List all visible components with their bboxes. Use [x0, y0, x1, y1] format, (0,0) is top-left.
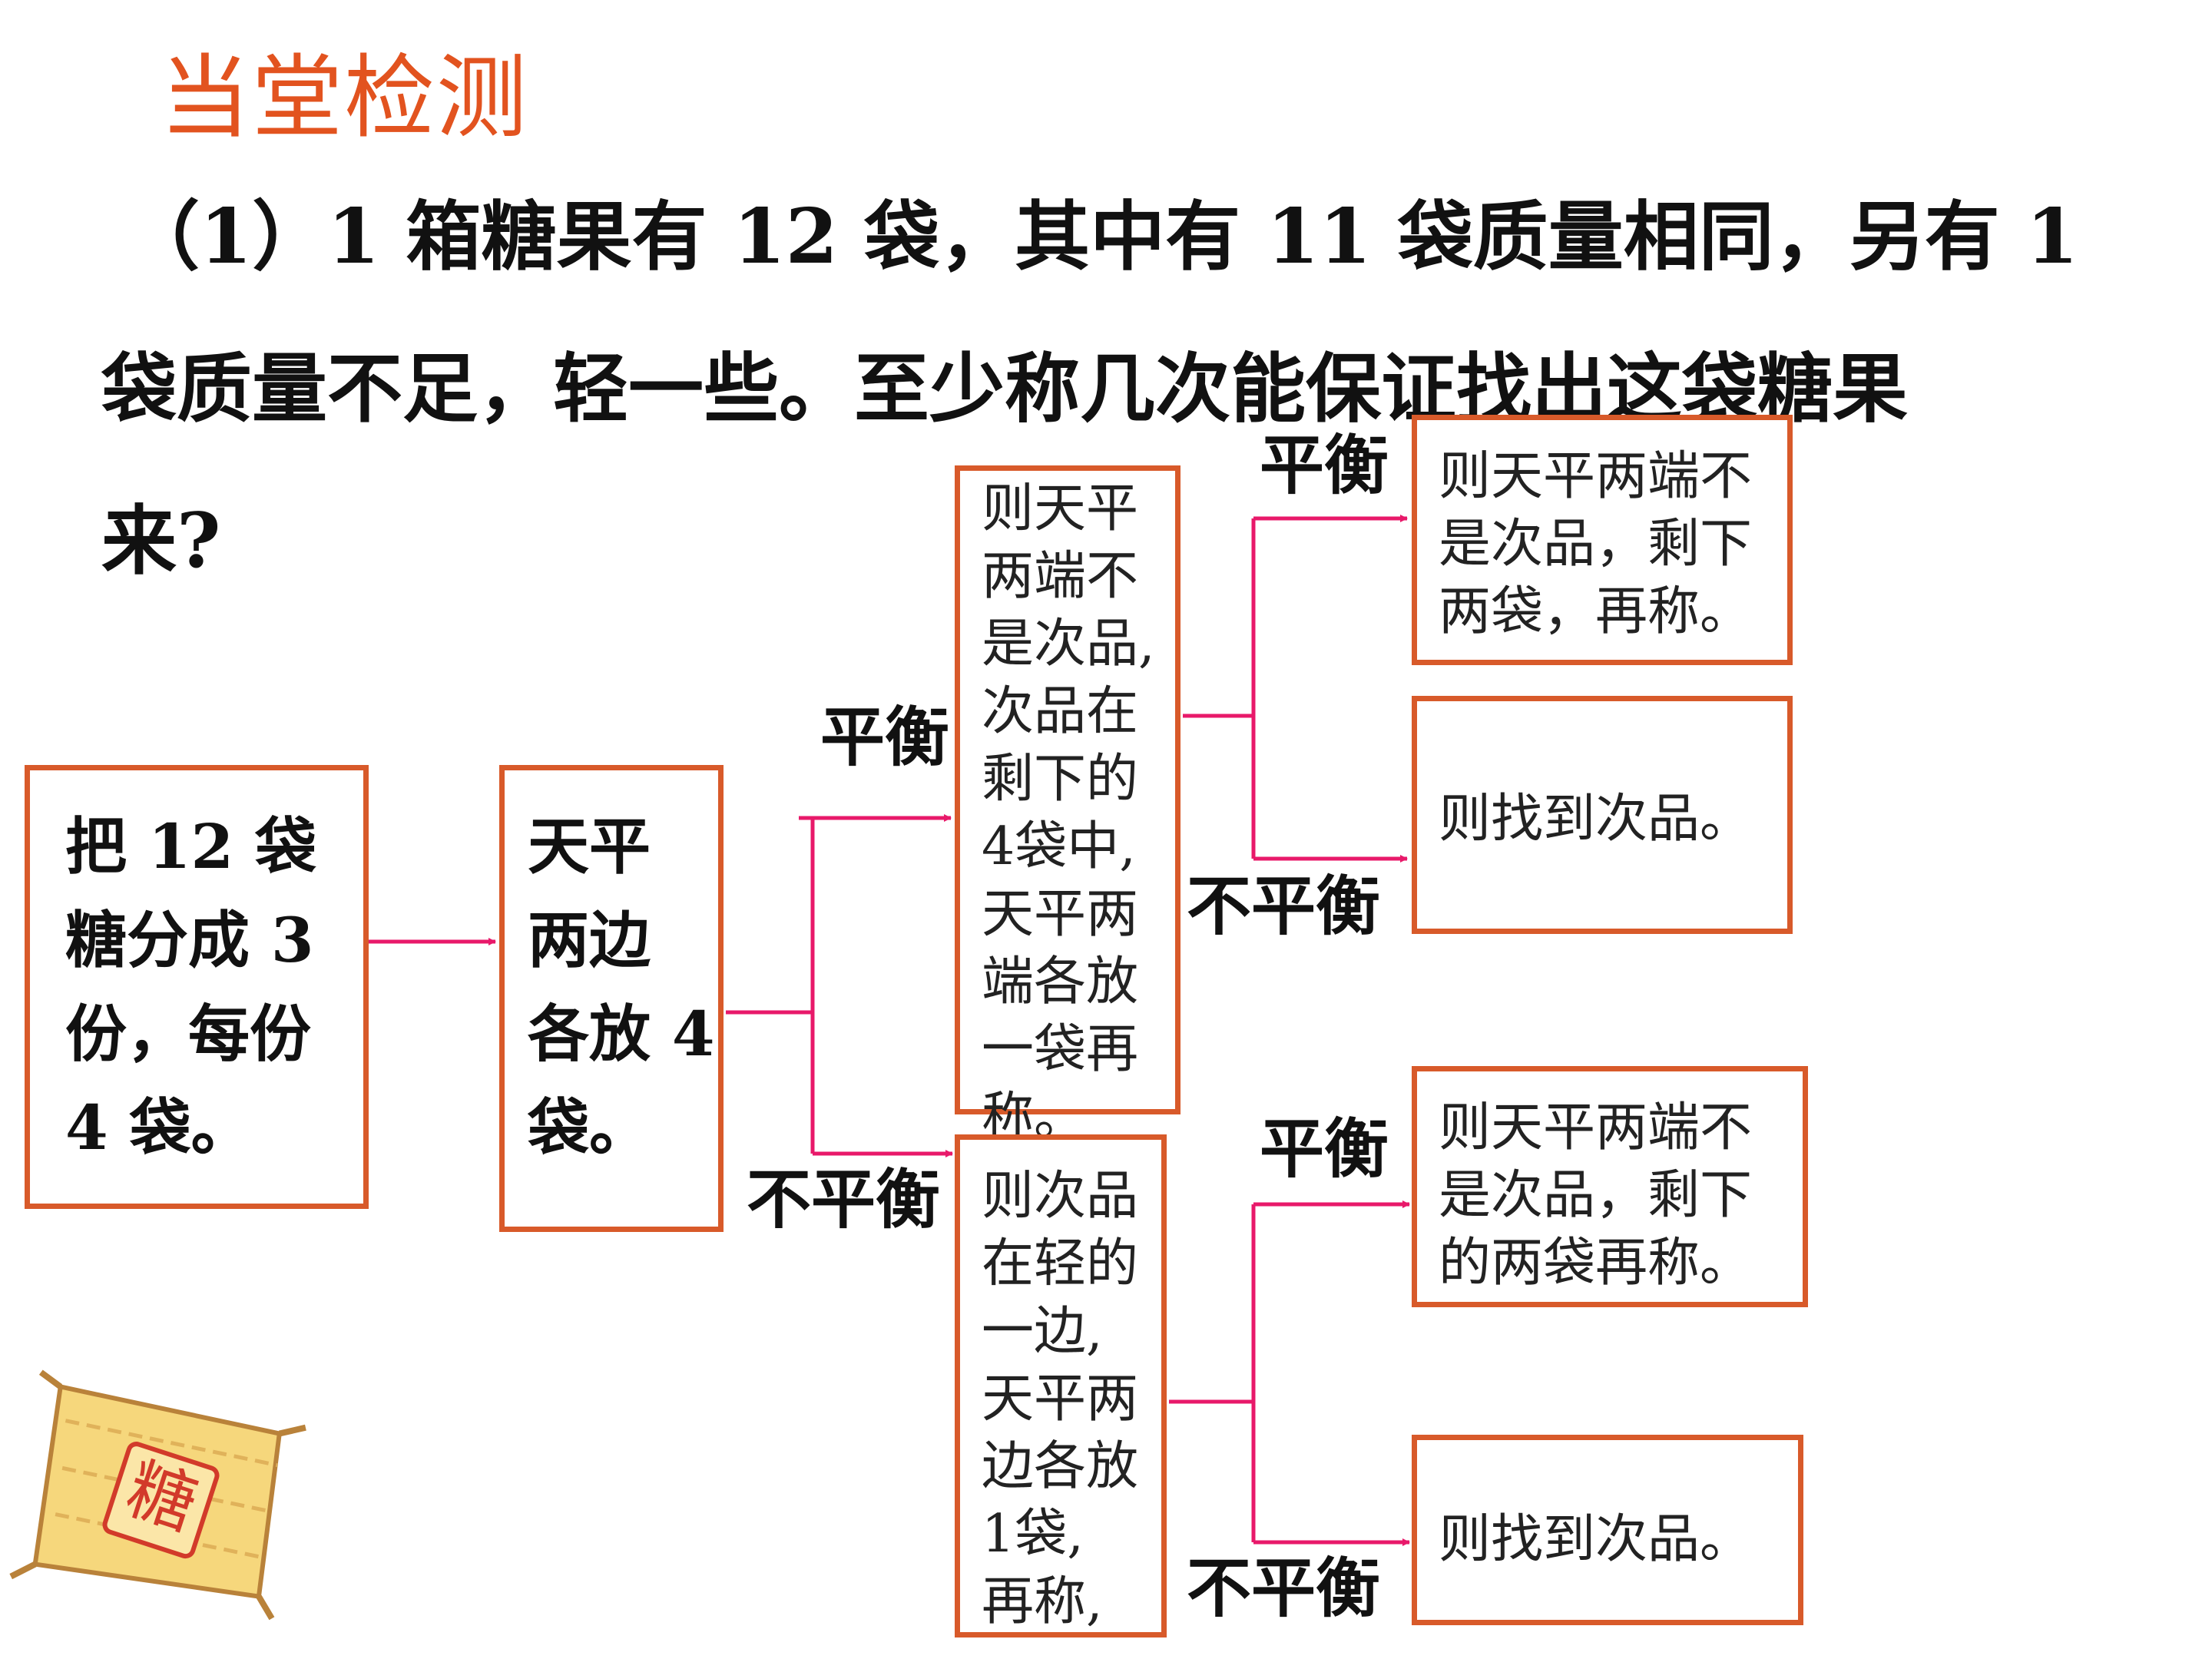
- box-balanced-branch: 则天平 两端不 是次品, 次品在 剩下的 4袋中, 天平两 端各放 一袋再 称。: [955, 465, 1181, 1147]
- box-result-3: 则天平两端不 是次品，剩下 的两袋再称。: [1412, 1066, 1808, 1307]
- label-unbalanced-1: 不平衡: [747, 1161, 941, 1237]
- box-unbalanced-branch: 则次品 在轻的 一边, 天平两 边各放 1袋, 再称,: [955, 1134, 1167, 1637]
- box-result-1: 则天平两端不 是次品，剩下 两袋，再称。: [1412, 415, 1793, 665]
- label-balanced-2: 平衡: [1260, 427, 1389, 503]
- box-result-4: 则找到次品。: [1412, 1435, 1803, 1625]
- box-weigh: 天平 两边 各放 4 袋。: [499, 765, 724, 1232]
- label-balanced-1: 平衡: [820, 699, 950, 775]
- label-balanced-3: 平衡: [1260, 1111, 1389, 1187]
- box-result-2: 则找到次品。: [1412, 696, 1793, 934]
- box-start: 把 12 袋 糖分成 3 份，每份 4 袋。: [25, 765, 369, 1209]
- candy-bag-icon: 糖: [9, 1369, 306, 1621]
- label-unbalanced-2: 不平衡: [1187, 868, 1381, 944]
- question-line-1: （1）1 箱糖果有 12 袋，其中有 11 袋质量相同，另有 1: [124, 193, 2079, 281]
- page-title: 当堂检测: [160, 45, 529, 151]
- question-line-3: 来?: [101, 497, 221, 585]
- label-unbalanced-3: 不平衡: [1187, 1550, 1381, 1626]
